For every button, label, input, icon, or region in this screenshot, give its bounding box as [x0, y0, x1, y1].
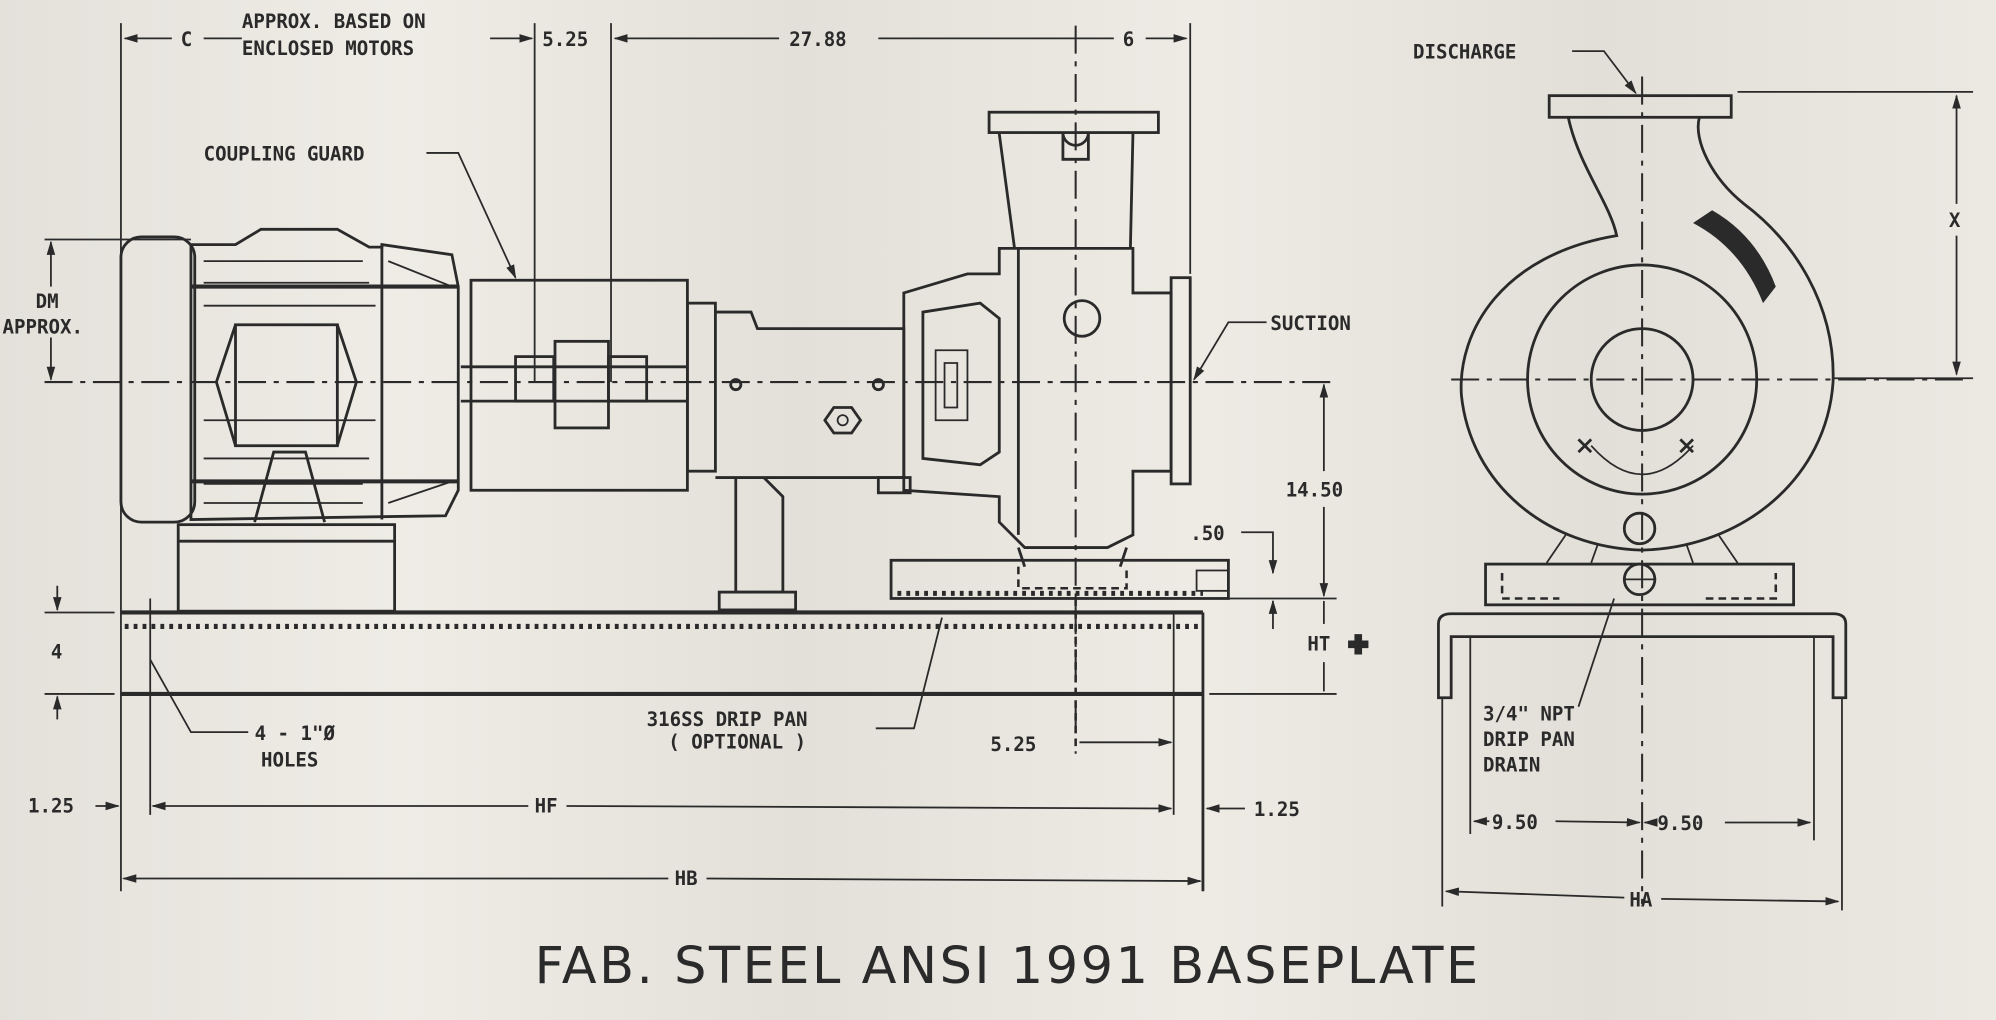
height-dimensions: 14.50 .50 HT	[1190, 383, 1369, 695]
hf-label: HF	[535, 794, 558, 817]
ha-label: HA	[1629, 889, 1652, 912]
dim-c-label: C	[181, 28, 193, 51]
bottom-callouts: 4 - 1"Ø HOLES 316SS DRIP PAN ( OPTIONAL …	[149, 617, 1173, 772]
ht-label: HT	[1307, 633, 1330, 656]
discharge-label: DISCHARGE	[1413, 41, 1516, 64]
baseplate	[120, 598, 1205, 892]
holes-label-line1: 4 - 1"Ø	[255, 722, 336, 745]
x-label: X	[1949, 209, 1961, 232]
right-edge-label: 1.25	[1254, 798, 1300, 821]
dm-dimension: DM APPROX.	[3, 238, 191, 381]
height-label: 14.50	[1286, 479, 1343, 502]
drip-pan-label-line1: 316SS DRIP PAN	[647, 708, 808, 731]
end-dim-right-label: 9.50	[1657, 812, 1703, 835]
drip-pan-label-line2: ( OPTIONAL )	[668, 731, 806, 754]
bearing-frame	[685, 301, 912, 612]
hb-label: HB	[675, 867, 698, 890]
drain-label-line3: DRAIN	[1483, 754, 1540, 777]
dim-coupling-label: 5.25	[542, 28, 588, 51]
side-view: C APPROX. BASED ON ENCLOSED MOTORS 5.25 …	[3, 10, 1369, 892]
holes-label-line2: HOLES	[261, 749, 318, 772]
motor	[119, 227, 460, 613]
coupling-guard: COUPLING GUARD	[204, 143, 689, 492]
base-thickness-dimension: 4	[44, 585, 115, 720]
drain-label-line2: DRIP PAN	[1483, 728, 1575, 751]
suction-label: SUCTION	[1270, 312, 1350, 335]
dim-suction-offset-label: 6	[1123, 28, 1135, 51]
drip-pan	[889, 558, 1230, 600]
motor-note-line2: ENCLOSED MOTORS	[242, 37, 414, 60]
left-edge-label: 1.25	[28, 794, 74, 817]
drawing-title: FAB. STEEL ANSI 1991 BASEPLATE	[535, 937, 1481, 996]
bolt-offset-label: 5.25	[990, 733, 1036, 756]
length-dimensions: 1.25 HF 1.25 HB	[28, 794, 1300, 890]
dim-shaft-label: 27.88	[789, 28, 846, 51]
top-dimensions: C APPROX. BASED ON ENCLOSED MOTORS 5.25 …	[120, 10, 1192, 892]
pump-casing: SUCTION	[902, 110, 1351, 568]
dm-approx-label: APPROX.	[3, 316, 83, 339]
coupling-guard-label: COUPLING GUARD	[204, 143, 365, 166]
base-thickness-label: 4	[51, 640, 63, 663]
pan-offset-label: .50	[1190, 522, 1224, 545]
end-dim-left-label: 9.50	[1492, 811, 1538, 834]
end-view: DISCHARGE X 3/4" NPT DRIP PAN DRAIN 9.50	[1413, 41, 1974, 912]
ht-plus-symbol	[1348, 634, 1369, 655]
motor-note-line1: APPROX. BASED ON	[242, 10, 426, 33]
drain-label-line1: 3/4" NPT	[1483, 703, 1575, 726]
dm-label: DM	[36, 290, 59, 313]
rotation-arrow-icon	[1693, 210, 1776, 304]
